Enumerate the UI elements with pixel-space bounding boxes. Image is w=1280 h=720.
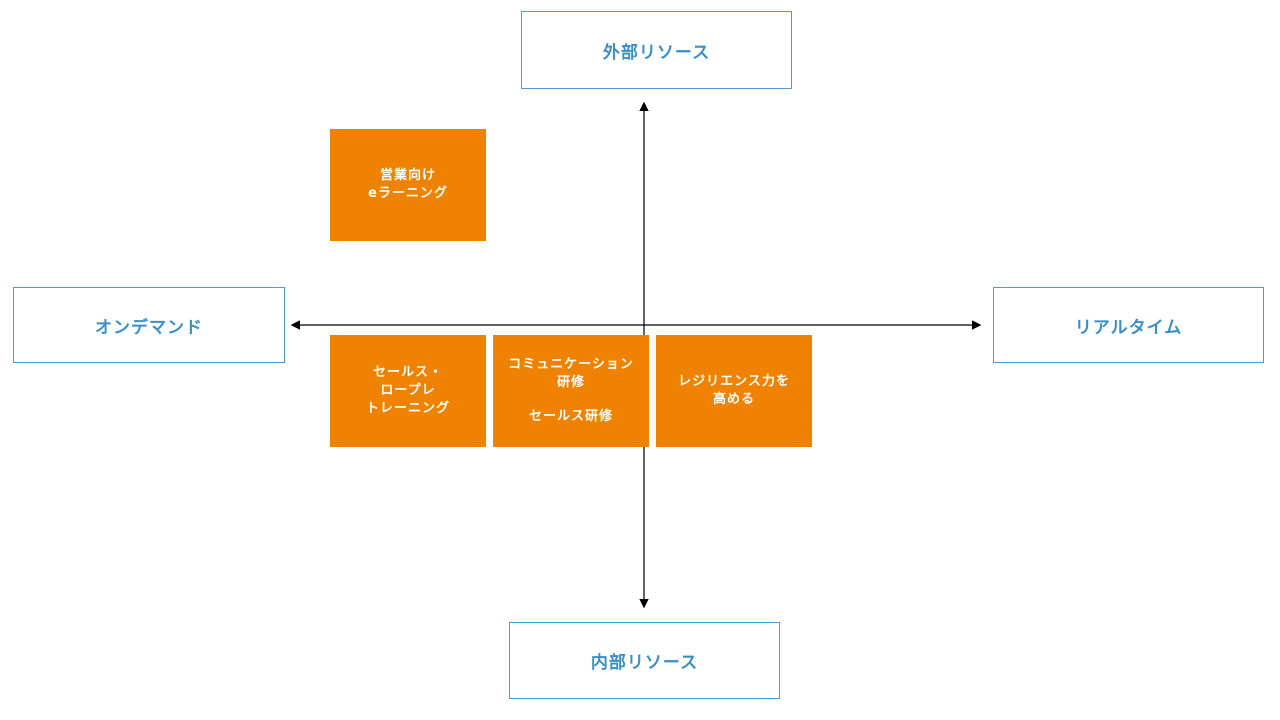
axis-label-on-demand: オンデマンド <box>13 287 285 363</box>
card-sales-elearning: 営業向け eラーニング <box>330 129 486 241</box>
card-roleplay-line1: セールス・ <box>372 365 443 380</box>
card-roleplay-line2: ロープレ <box>380 383 436 398</box>
card-communication-training: コミュニケーション 研修 セールス研修 <box>493 335 649 447</box>
axis-label-real-time: リアルタイム <box>993 287 1264 363</box>
card-communication-line3: セールス研修 <box>528 409 613 424</box>
card-sales-roleplay-training: セールス・ ロープレ トレーニング <box>330 335 486 447</box>
axis-label-internal-resources: 内部リソース <box>509 622 780 699</box>
card-sales-elearning-line1: 営業向け <box>379 168 436 183</box>
card-communication-line1: コミュニケーション <box>508 357 634 372</box>
card-roleplay-line3: トレーニング <box>365 401 450 416</box>
card-resilience-line2: 高める <box>712 392 755 407</box>
card-resilience-line1: レジリエンス力を <box>678 374 790 389</box>
axis-label-external-resources: 外部リソース <box>521 11 792 89</box>
card-communication-line2: 研修 <box>556 375 585 390</box>
card-resilience: レジリエンス力を 高める <box>656 335 812 447</box>
card-sales-elearning-line2: eラーニング <box>368 186 448 201</box>
